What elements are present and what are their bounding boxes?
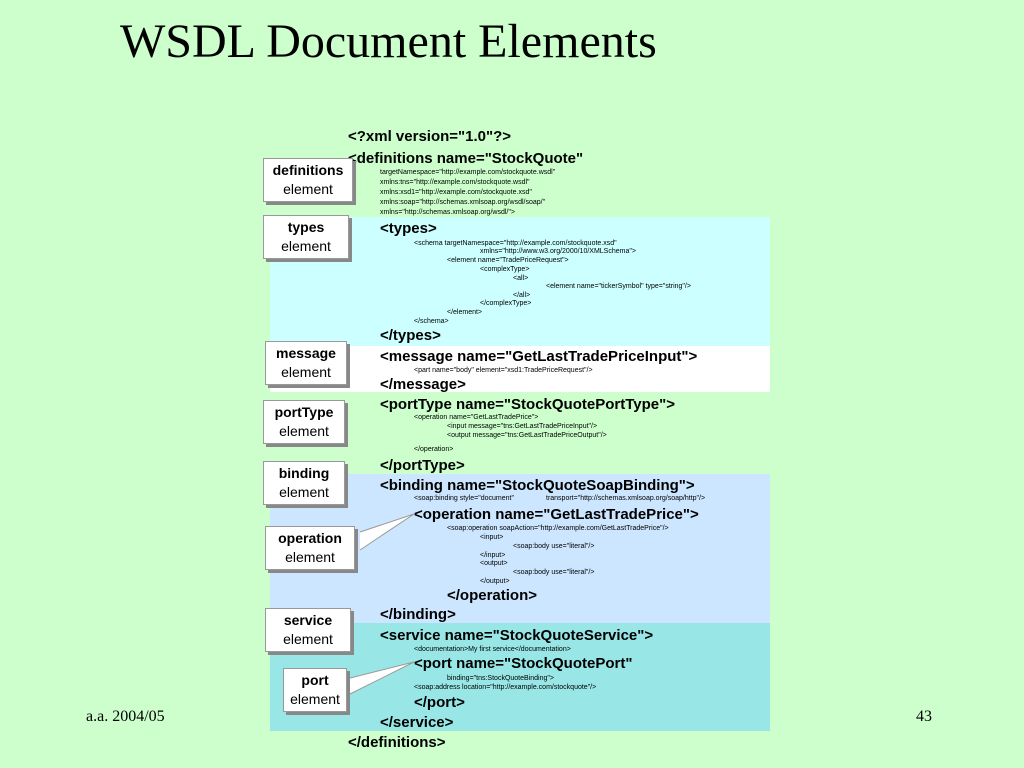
code-soap-address: <soap:address location="http://example.c… — [414, 684, 597, 691]
code-porttype-open: <portType name="StockQuotePortType"> — [380, 396, 675, 413]
code-binding-operation-open: <operation name="GetLastTradePrice"> — [414, 506, 699, 523]
definitions-callout: definitions element — [263, 158, 353, 202]
types-callout: types element — [263, 215, 349, 259]
code-definitions-open: <definitions name="StockQuote" — [348, 150, 584, 167]
porttype-callout-label: element — [279, 423, 329, 439]
types-callout-name: types — [287, 219, 325, 235]
code-types-open: <types> — [380, 220, 437, 237]
types-band — [270, 217, 770, 346]
code-port-open: <port name="StockQuotePort" — [414, 655, 633, 672]
code-porttype-close: </portType> — [380, 457, 465, 474]
code-def-attr: xmlns="http://schemas.xmlsoap.org/wsdl/"… — [380, 209, 515, 216]
message-band — [270, 346, 770, 392]
operation-callout-label: element — [285, 549, 335, 565]
code-part: <part name="body" element="xsd1:TradePri… — [414, 367, 593, 374]
code-schema-xmlns: xmlns="http://www.w3.org/2000/10/XMLSche… — [480, 248, 636, 255]
binding-callout-name: binding — [278, 465, 330, 481]
code-port-binding: binding="tns:StockQuoteBinding"> — [447, 675, 554, 682]
code-complextype-close: </complexType> — [480, 300, 532, 307]
code-port-close: </port> — [414, 694, 465, 711]
code-soap-body-output: <soap:body use="literal"/> — [513, 569, 595, 576]
code-soap-operation: <soap:operation soapAction="http://examp… — [447, 525, 669, 532]
page-number: 43 — [916, 708, 932, 725]
service-callout-label: element — [283, 631, 333, 647]
code-element-ticker: <element name="tickerSymbol" type="strin… — [546, 283, 691, 290]
operation-callout-name: operation — [278, 530, 342, 546]
code-xml-declaration: <?xml version="1.0"?> — [348, 128, 512, 145]
service-callout-name: service — [283, 612, 333, 628]
code-schema-close: </schema> — [414, 318, 449, 325]
code-service-open: <service name="StockQuoteService"> — [380, 627, 654, 644]
types-callout-label: element — [281, 238, 331, 254]
porttype-callout-name: portType — [274, 404, 334, 420]
code-message-close: </message> — [380, 376, 466, 393]
code-types-close: </types> — [380, 327, 441, 344]
code-all-open: <all> — [513, 275, 529, 282]
code-all-close: </all> — [513, 292, 531, 299]
code-porttype-input: <input message="tns:GetLastTradePriceInp… — [447, 423, 598, 430]
operation-callout: operation element — [265, 526, 355, 570]
code-element-close: </element> — [447, 309, 483, 316]
code-def-attr: targetNamespace="http://example.com/stoc… — [380, 169, 556, 176]
message-callout: message element — [265, 341, 347, 385]
code-schema-open: <schema targetNamespace="http://example.… — [414, 240, 617, 247]
code-binding-close: </binding> — [380, 606, 456, 623]
port-callout-label: element — [290, 691, 340, 707]
footer-date: a.a. 2004/05 — [86, 708, 165, 725]
code-message-open: <message name="GetLastTradePriceInput"> — [380, 348, 698, 365]
code-binding-output-close: </output> — [480, 578, 510, 585]
code-service-close: </service> — [380, 714, 454, 731]
code-porttype-operation-open: <operation name="GetLastTradePrice"> — [414, 414, 539, 421]
code-binding-input-open: <input> — [480, 534, 504, 541]
code-binding-input-close: </input> — [480, 552, 506, 559]
code-soap-transport: transport="http://schemas.xmlsoap.org/so… — [546, 495, 706, 502]
code-binding-open: <binding name="StockQuoteSoapBinding"> — [380, 477, 695, 494]
code-soap-binding: <soap:binding style="document" — [414, 495, 514, 502]
port-callout-name: port — [301, 672, 329, 688]
code-documentation: <documentation>My first service</documen… — [414, 646, 571, 653]
port-callout: port element — [283, 668, 347, 712]
code-element-open: <element name="TradePriceRequest"> — [447, 257, 569, 264]
code-porttype-output: <output message="tns:GetLastTradePriceOu… — [447, 432, 607, 439]
code-def-attr: xmlns:xsd1="http://example.com/stockquot… — [380, 189, 532, 196]
definitions-callout-label: element — [283, 181, 333, 197]
code-def-attr: xmlns:soap="http://schemas.xmlsoap.org/w… — [380, 199, 546, 206]
slide-title: WSDL Document Elements — [120, 15, 657, 68]
message-callout-name: message — [276, 345, 336, 361]
code-soap-body-input: <soap:body use="literal"/> — [513, 543, 595, 550]
code-binding-output-open: <output> — [480, 560, 508, 567]
code-definitions-close: </definitions> — [348, 734, 446, 751]
code-complextype-open: <complexType> — [480, 266, 530, 273]
binding-callout-label: element — [279, 484, 329, 500]
porttype-callout: portType element — [263, 400, 345, 444]
code-porttype-operation-close: </operation> — [414, 446, 454, 453]
code-binding-operation-close: </operation> — [447, 587, 538, 604]
definitions-callout-name: definitions — [272, 162, 344, 178]
code-def-attr: xmlns:tns="http://example.com/stockquote… — [380, 179, 530, 186]
message-callout-label: element — [281, 364, 331, 380]
service-callout: service element — [265, 608, 351, 652]
binding-callout: binding element — [263, 461, 345, 505]
